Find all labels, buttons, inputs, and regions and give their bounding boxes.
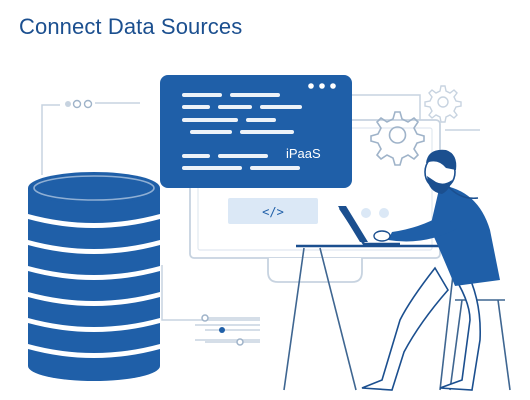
ipaas-label: iPaaS [286, 146, 321, 161]
page-title: Connect Data Sources [19, 14, 243, 39]
laptop [338, 206, 400, 246]
gear-icon [370, 111, 425, 166]
code-window-icon: </> [228, 198, 318, 224]
gear-icon-small [424, 85, 462, 123]
decorative-dots-left [65, 99, 93, 109]
person-at-laptop-icon [361, 149, 511, 391]
ipaas-window: iPaaS [160, 75, 352, 188]
slider-controls [201, 314, 260, 346]
database-icon [28, 172, 160, 381]
code-icon-text: </> [262, 205, 284, 219]
